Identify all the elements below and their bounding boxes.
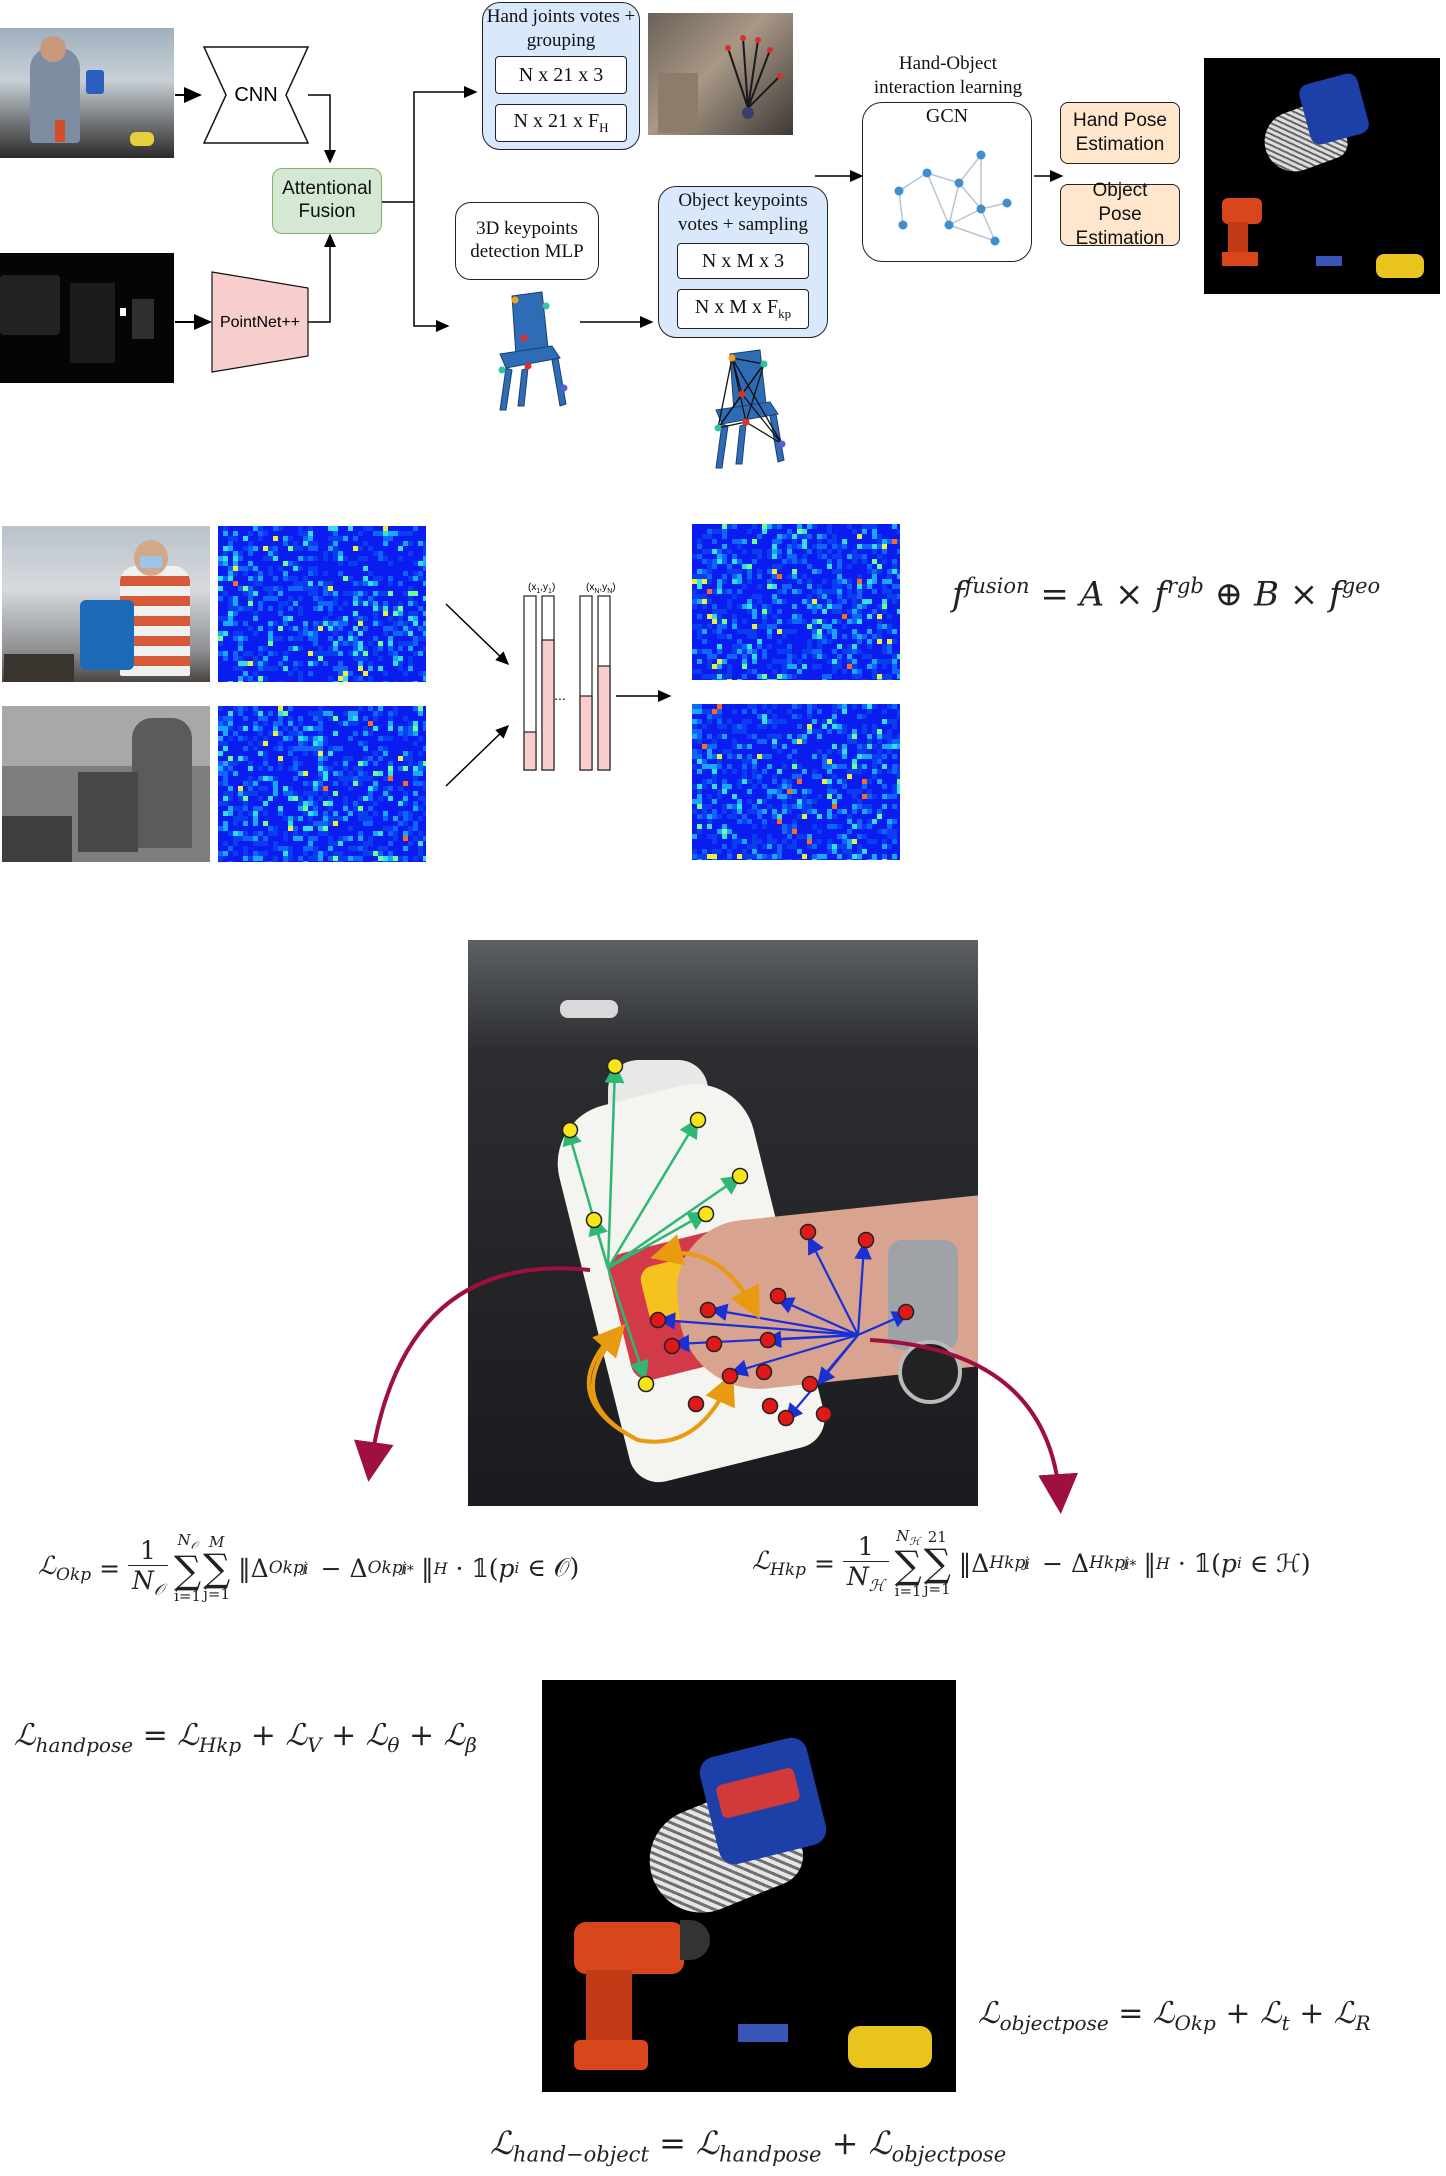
pipeline-arrows bbox=[175, 86, 1064, 332]
vote-overlay bbox=[561, 1057, 915, 1444]
graph-icon bbox=[894, 150, 1012, 246]
heatmap-rgb-input bbox=[218, 526, 426, 682]
graph-node bbox=[954, 178, 964, 188]
attentional-fusion-label: Attentional Fusion bbox=[282, 178, 372, 222]
graph-node bbox=[976, 204, 986, 214]
object-keypoints-title: Object keypoints votes + sampling bbox=[678, 190, 808, 235]
interaction-title: Hand-Object interaction learning bbox=[873, 53, 1023, 98]
hand-pose-estimation-box: Hand Pose Estimation bbox=[1060, 102, 1180, 164]
loss-pointer-arrows bbox=[353, 1266, 1079, 1514]
graph-node bbox=[894, 186, 904, 196]
object-shape-2-label: N x M x Fkp bbox=[694, 296, 792, 321]
bars-ellipsis: ... bbox=[554, 687, 566, 703]
object-shape-1-label: N x M x 3 bbox=[701, 249, 785, 272]
object-keypoints-panel: Object keypoints votes + sampling N x M … bbox=[658, 186, 828, 338]
pointnet-label: PointNet++ bbox=[220, 314, 300, 331]
graph-edge bbox=[958, 182, 982, 210]
depth-fusion-image bbox=[2, 706, 210, 862]
graph-edge bbox=[958, 154, 982, 184]
gcn-box: GCN bbox=[862, 102, 1032, 262]
keypoint-detection-box: 3D keypoints detection MLP bbox=[455, 202, 599, 280]
graph-edge bbox=[898, 172, 928, 192]
first-pixel-coord: (x1,y1) bbox=[528, 582, 555, 595]
object-shape-box-2: N x M x Fkp bbox=[677, 289, 809, 329]
heatmap-depth-input bbox=[218, 706, 426, 862]
hand-object-vote-image bbox=[468, 940, 978, 1506]
objectpose-loss-equation: ℒobjectpose = ℒOkp + ℒt + ℒR bbox=[978, 1996, 1371, 2035]
rendered-scene-bottom bbox=[542, 1680, 956, 2092]
chair-graph-icon bbox=[714, 349, 786, 469]
chair-icon bbox=[498, 291, 568, 411]
hand-shape-1-label: N x 21 x 3 bbox=[518, 63, 604, 86]
heatmap-depth-output bbox=[692, 704, 900, 860]
graph-edge bbox=[926, 172, 960, 184]
rgb-input-image bbox=[0, 28, 174, 158]
cnn-label: CNN bbox=[234, 84, 277, 106]
hand-shape-box-1: N x 21 x 3 bbox=[495, 56, 627, 94]
graph-node bbox=[976, 150, 986, 160]
graph-node bbox=[944, 220, 954, 230]
graph-edge bbox=[898, 190, 904, 226]
rgb-fusion-image bbox=[2, 526, 210, 682]
heatmap-rgb-output bbox=[692, 524, 900, 680]
hand-joints-image bbox=[648, 13, 793, 135]
graph-node bbox=[922, 168, 932, 178]
last-pixel-coord: (xN,yN) bbox=[586, 582, 616, 595]
keypoint-detection-label: 3D keypoints detection MLP bbox=[470, 218, 584, 262]
gcn-label: GCN bbox=[925, 105, 969, 127]
rendered-scene-top bbox=[1204, 58, 1440, 294]
graph-edge bbox=[926, 172, 950, 226]
object-shape-box-1: N x M x 3 bbox=[677, 243, 809, 279]
fusion-attention-diagram: (x1,y1) (xN,yN) ... bbox=[445, 582, 672, 787]
hand-object-loss-equation: ℒhand−object = ℒhandpose + ℒobjectpose bbox=[490, 2124, 1007, 2167]
graph-node bbox=[990, 236, 1000, 246]
hand-joints-panel: Hand joints votes + grouping N x 21 x 3 … bbox=[482, 2, 640, 150]
graph-node bbox=[1002, 198, 1012, 208]
handpose-loss-equation: ℒhandpose = ℒHkp + ℒV + ℒθ + ℒβ bbox=[14, 1718, 477, 1757]
fusion-equation: ffusion = A × frgb ⊕ B × fgeo bbox=[952, 574, 1381, 615]
hand-joints-title: Hand joints votes + grouping bbox=[486, 6, 636, 51]
graph-node bbox=[898, 220, 908, 230]
hand-shape-2-label: N x 21 x FH bbox=[513, 110, 609, 135]
object-pose-estimation-box: Object Pose Estimation bbox=[1060, 180, 1180, 249]
cnn-block: CNN bbox=[202, 46, 310, 144]
graph-edge bbox=[948, 224, 996, 242]
graph-edge bbox=[948, 208, 982, 226]
graph-edge bbox=[948, 182, 960, 226]
hand-pose-label: Hand Pose Estimation bbox=[1072, 110, 1167, 155]
depth-input-image bbox=[0, 253, 174, 383]
graph-edge bbox=[980, 208, 996, 242]
object-pose-label: Object Pose Estimation bbox=[1075, 180, 1165, 249]
hand-shape-box-2: N x 21 x FH bbox=[495, 104, 627, 142]
pointnet-block: PointNet++ bbox=[211, 271, 309, 373]
attentional-fusion-box: Attentional Fusion bbox=[272, 168, 382, 234]
